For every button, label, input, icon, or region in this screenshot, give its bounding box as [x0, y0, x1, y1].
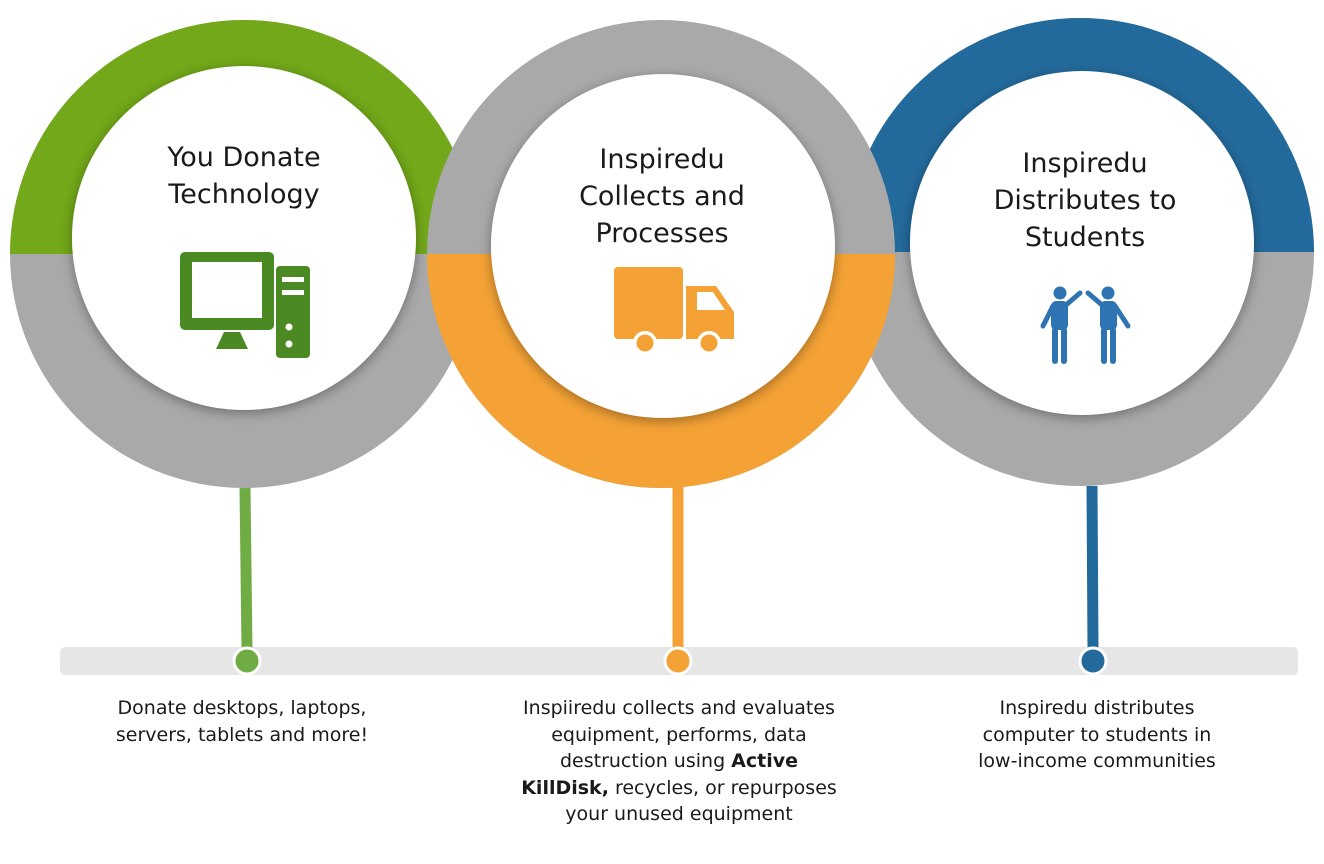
- step-1-description: Donate desktops, laptops, servers, table…: [115, 697, 369, 746]
- step-3-description: Inspiredu distributes computer to studen…: [978, 697, 1216, 772]
- connector-line-3: [1086, 485, 1099, 651]
- high-five-icon: [1040, 286, 1131, 364]
- step-2-description-lead: Inspiiredu collects and evaluates equipm…: [523, 697, 835, 772]
- timeline-dot-3: [1078, 646, 1108, 676]
- step-3-title: Inspiredu Distributes to Students: [993, 148, 1177, 253]
- timeline-dot-2: [663, 646, 693, 676]
- step-2-description-tail: recycles, or repurposes your unused equi…: [565, 776, 837, 826]
- computer-icon: [180, 252, 310, 358]
- timeline-dot-1: [232, 646, 262, 676]
- killdisk-product-name: Active KillDisk,: [521, 750, 799, 799]
- inner-disc-3: [910, 71, 1254, 415]
- step-2-description: Inspiiredu collects and evaluates equipm…: [518, 695, 840, 828]
- step-2-title: Inspiredu Collects and Processes: [579, 144, 745, 249]
- truck-icon: [614, 267, 734, 355]
- inner-disc-2: [491, 74, 835, 418]
- connector-line-1: [239, 487, 253, 651]
- step-1-title: You Donate Technology: [167, 142, 321, 210]
- inner-disc-1: [72, 66, 416, 410]
